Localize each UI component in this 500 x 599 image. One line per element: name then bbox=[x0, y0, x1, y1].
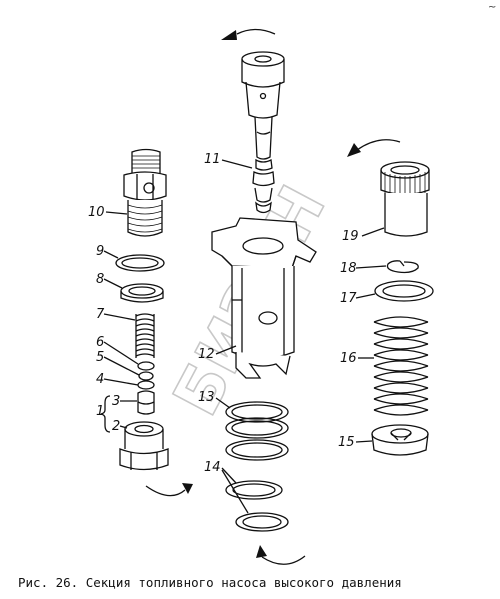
leader-lines bbox=[103, 159, 387, 514]
label-part-3: 3 bbox=[112, 394, 120, 409]
label-part-2: 2 bbox=[112, 419, 120, 434]
delivery-fitting-10 bbox=[123, 148, 167, 237]
figure-caption: Рис. 26. Секция топливного насоса высоко… bbox=[18, 575, 402, 590]
valve-spring-7 bbox=[135, 313, 155, 358]
label-part-17: 17 bbox=[340, 291, 357, 306]
corner-mark: ~ bbox=[488, 2, 496, 13]
seal-rings-13 bbox=[225, 401, 289, 461]
washers-14 bbox=[225, 480, 289, 532]
valve-part-4 bbox=[137, 380, 155, 390]
rotation-arrow-bottom-left-icon bbox=[145, 483, 193, 497]
label-part-16: 16 bbox=[340, 351, 357, 366]
rotation-arrow-bottom-icon bbox=[256, 545, 306, 565]
valve-seat-2 bbox=[119, 421, 169, 471]
gear-sleeve-19 bbox=[380, 161, 430, 237]
rotation-arrow-top-right-icon bbox=[347, 139, 401, 157]
label-part-11: 11 bbox=[204, 152, 221, 167]
spring-plate-17 bbox=[374, 280, 434, 302]
label-part-9: 9 bbox=[96, 244, 104, 259]
circlip-18 bbox=[386, 260, 419, 274]
label-part-1: 1 bbox=[96, 404, 104, 419]
plunger-11 bbox=[241, 51, 285, 214]
valve-part-6 bbox=[137, 361, 155, 371]
label-part-13: 13 bbox=[198, 390, 215, 405]
assembly-1-brace bbox=[100, 395, 111, 433]
plunger-spring-16 bbox=[373, 316, 429, 416]
label-part-8: 8 bbox=[96, 272, 104, 287]
label-part-18: 18 bbox=[340, 261, 357, 276]
label-part-5: 5 bbox=[96, 350, 104, 365]
washer-8 bbox=[120, 283, 164, 303]
label-part-6: 6 bbox=[96, 335, 104, 350]
label-part-15: 15 bbox=[338, 435, 355, 450]
label-part-10: 10 bbox=[88, 205, 105, 220]
label-part-4: 4 bbox=[96, 372, 104, 387]
label-part-7: 7 bbox=[96, 307, 105, 322]
label-part-12: 12 bbox=[198, 347, 215, 362]
control-sleeve-12 bbox=[211, 217, 317, 379]
valve-part-5 bbox=[138, 371, 154, 381]
label-part-14: 14 bbox=[204, 460, 221, 475]
seal-ring-9 bbox=[115, 254, 165, 272]
lower-spring-plate-15 bbox=[371, 424, 429, 456]
delivery-valve-3 bbox=[137, 390, 155, 415]
label-part-19: 19 bbox=[342, 229, 359, 244]
rotation-arrow-top-icon bbox=[221, 28, 276, 40]
